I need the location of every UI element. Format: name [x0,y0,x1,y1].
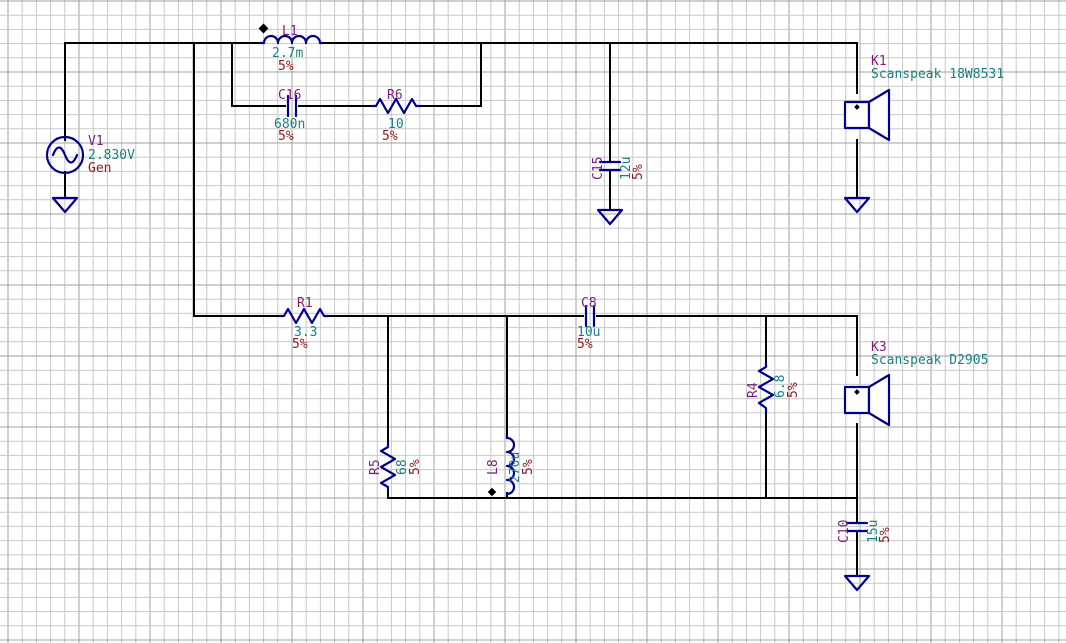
v1-label: Gen [88,161,111,176]
r4-tol: 5% [786,382,801,398]
inductor-icon [505,434,516,496]
k3-speaker[interactable]: K3 Scanspeak D2905 [843,340,988,427]
capacitor-icon [286,94,298,118]
inductor-icon [258,34,324,45]
c15-capacitor[interactable]: C15 12u 5% [591,157,646,180]
r1-ref: R1 [297,296,313,311]
ac-source-icon [45,135,85,175]
c16-value: 680n [274,117,305,132]
l1-ref: L1 [282,24,298,39]
c8-tol: 5% [577,337,593,352]
k1-value: Scanspeak 18W8531 [871,67,1004,82]
wires [64,42,858,577]
c16-tol: 5% [278,129,294,144]
r4-ref: R4 [746,382,761,398]
c10-value: 15u [866,520,881,543]
l8-inductor[interactable]: L8 270u 5% [486,434,536,497]
r1-resistor[interactable]: R1 3.3 5% [278,296,330,352]
r5-ref: R5 [368,459,383,475]
resistor-icon [757,361,775,414]
resistor-icon [370,97,422,115]
r6-tol: 5% [382,129,398,144]
r1-tol: 5% [292,337,308,352]
r6-resistor[interactable]: R6 10 5% [370,88,422,144]
c15-tol: 5% [631,164,646,180]
ground-icon [843,196,871,214]
capacitor-icon [598,160,622,172]
c15-ref: C15 [591,157,606,180]
l8-tol: 5% [521,459,536,475]
l8-value: 270u [508,452,523,483]
capacitor-icon [845,521,869,533]
c10-ref: C10 [837,520,852,543]
r5-tol: 5% [408,459,423,475]
c8-ref: C8 [581,296,597,311]
ground-icon [843,574,871,592]
r4-value: 6.8 [773,375,788,398]
k1-ref: K1 [871,54,887,69]
speaker-icon [843,373,891,427]
ground-icon [51,196,79,214]
wire[interactable] [193,42,281,317]
ground-icon [596,208,624,226]
c10-tol: 5% [878,527,893,543]
r1-value: 3.3 [294,325,317,340]
sine-wave-icon [51,146,79,164]
wire[interactable] [321,42,858,94]
l1-tol: 5% [278,59,294,74]
l1-inductor[interactable]: L1 2.7m 5% [258,23,324,74]
c8-value: 10u [577,325,600,340]
l1-value: 2.7m [272,46,303,61]
r6-ref: R6 [387,88,403,103]
r5-resistor[interactable]: R5 68 5% [368,441,423,492]
k3-ref: K3 [871,340,887,355]
k1-speaker[interactable]: K1 Scanspeak 18W8531 [843,54,1004,142]
r6-value: 10 [388,117,404,132]
speaker-icon [843,88,891,142]
capacitor-icon [584,304,596,328]
resistor-icon [379,441,397,492]
r5-value: 68 [395,459,410,475]
c16-ref: C16 [278,88,301,103]
c8-capacitor[interactable]: C8 10u 5% [577,296,600,352]
v1-source[interactable]: V1 2.830V Gen [45,134,135,176]
wire[interactable] [231,42,286,107]
v1-value: 2.830V [88,148,135,163]
v1-ref: V1 [88,134,104,149]
wire[interactable] [596,315,858,376]
c16-capacitor[interactable]: C16 680n 5% [274,88,305,144]
wire[interactable] [419,42,482,107]
resistor-icon [278,307,330,325]
wire[interactable] [387,489,858,499]
l8-ref: L8 [486,459,501,475]
polarity-dot-icon [258,23,269,34]
k3-value: Scanspeak D2905 [871,353,988,368]
polarity-dot-icon [487,487,497,497]
c15-value: 12u [619,157,634,180]
r4-resistor[interactable]: R4 6.8 5% [746,361,801,414]
c10-capacitor[interactable]: C10 15u 5% [837,520,893,543]
